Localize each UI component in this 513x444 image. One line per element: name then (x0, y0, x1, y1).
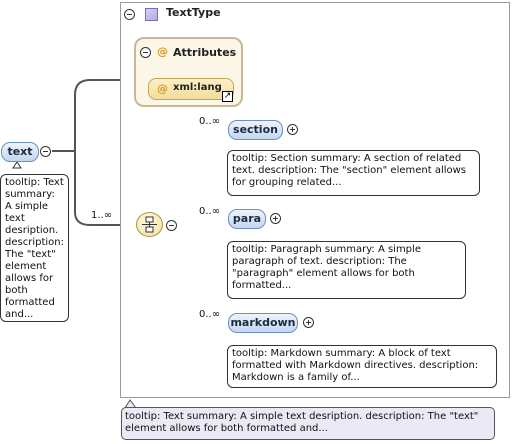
para-multiplicity: 0..∞ (199, 206, 221, 217)
section-tooltip: tooltip: Section summary: A section of r… (227, 150, 480, 196)
element-para[interactable]: para (228, 209, 266, 229)
root-element-text[interactable]: text (1, 142, 39, 162)
sequence-compositor-icon[interactable] (136, 212, 163, 237)
attribute-xml-lang[interactable] (148, 78, 234, 100)
para-expand-icon[interactable] (270, 213, 281, 224)
root-collapse-icon[interactable] (40, 146, 51, 157)
markdown-expand-icon[interactable] (303, 317, 314, 328)
type-collapse-icon[interactable] (124, 9, 135, 20)
markdown-multiplicity: 0..∞ (199, 309, 221, 320)
attributes-title: Attributes (173, 46, 237, 59)
attribute-item-at-icon: @ (157, 82, 168, 95)
attributes-collapse-icon[interactable] (140, 47, 151, 58)
root-tooltip: tooltip: Text summary: A simple text des… (0, 174, 69, 322)
markdown-tooltip: tooltip: Markdown summary: A block of te… (227, 345, 497, 388)
section-expand-icon[interactable] (287, 124, 298, 135)
para-tooltip: tooltip: Paragraph summary: A simple par… (227, 241, 466, 299)
sequence-collapse-icon[interactable] (166, 220, 177, 231)
type-tooltip: tooltip: Text summary: A simple text des… (121, 407, 495, 440)
attribute-at-icon: @ (157, 45, 168, 58)
element-markdown[interactable]: markdown (228, 313, 298, 333)
type-title: TextType (166, 6, 221, 19)
attribute-item-label: xml:lang (173, 82, 222, 93)
section-multiplicity: 0..∞ (199, 116, 221, 127)
reference-link-icon[interactable]: ↗ (222, 91, 233, 102)
element-section[interactable]: section (228, 120, 283, 140)
sequence-multiplicity: 1..∞ (91, 210, 113, 221)
complex-type-icon (145, 8, 158, 21)
